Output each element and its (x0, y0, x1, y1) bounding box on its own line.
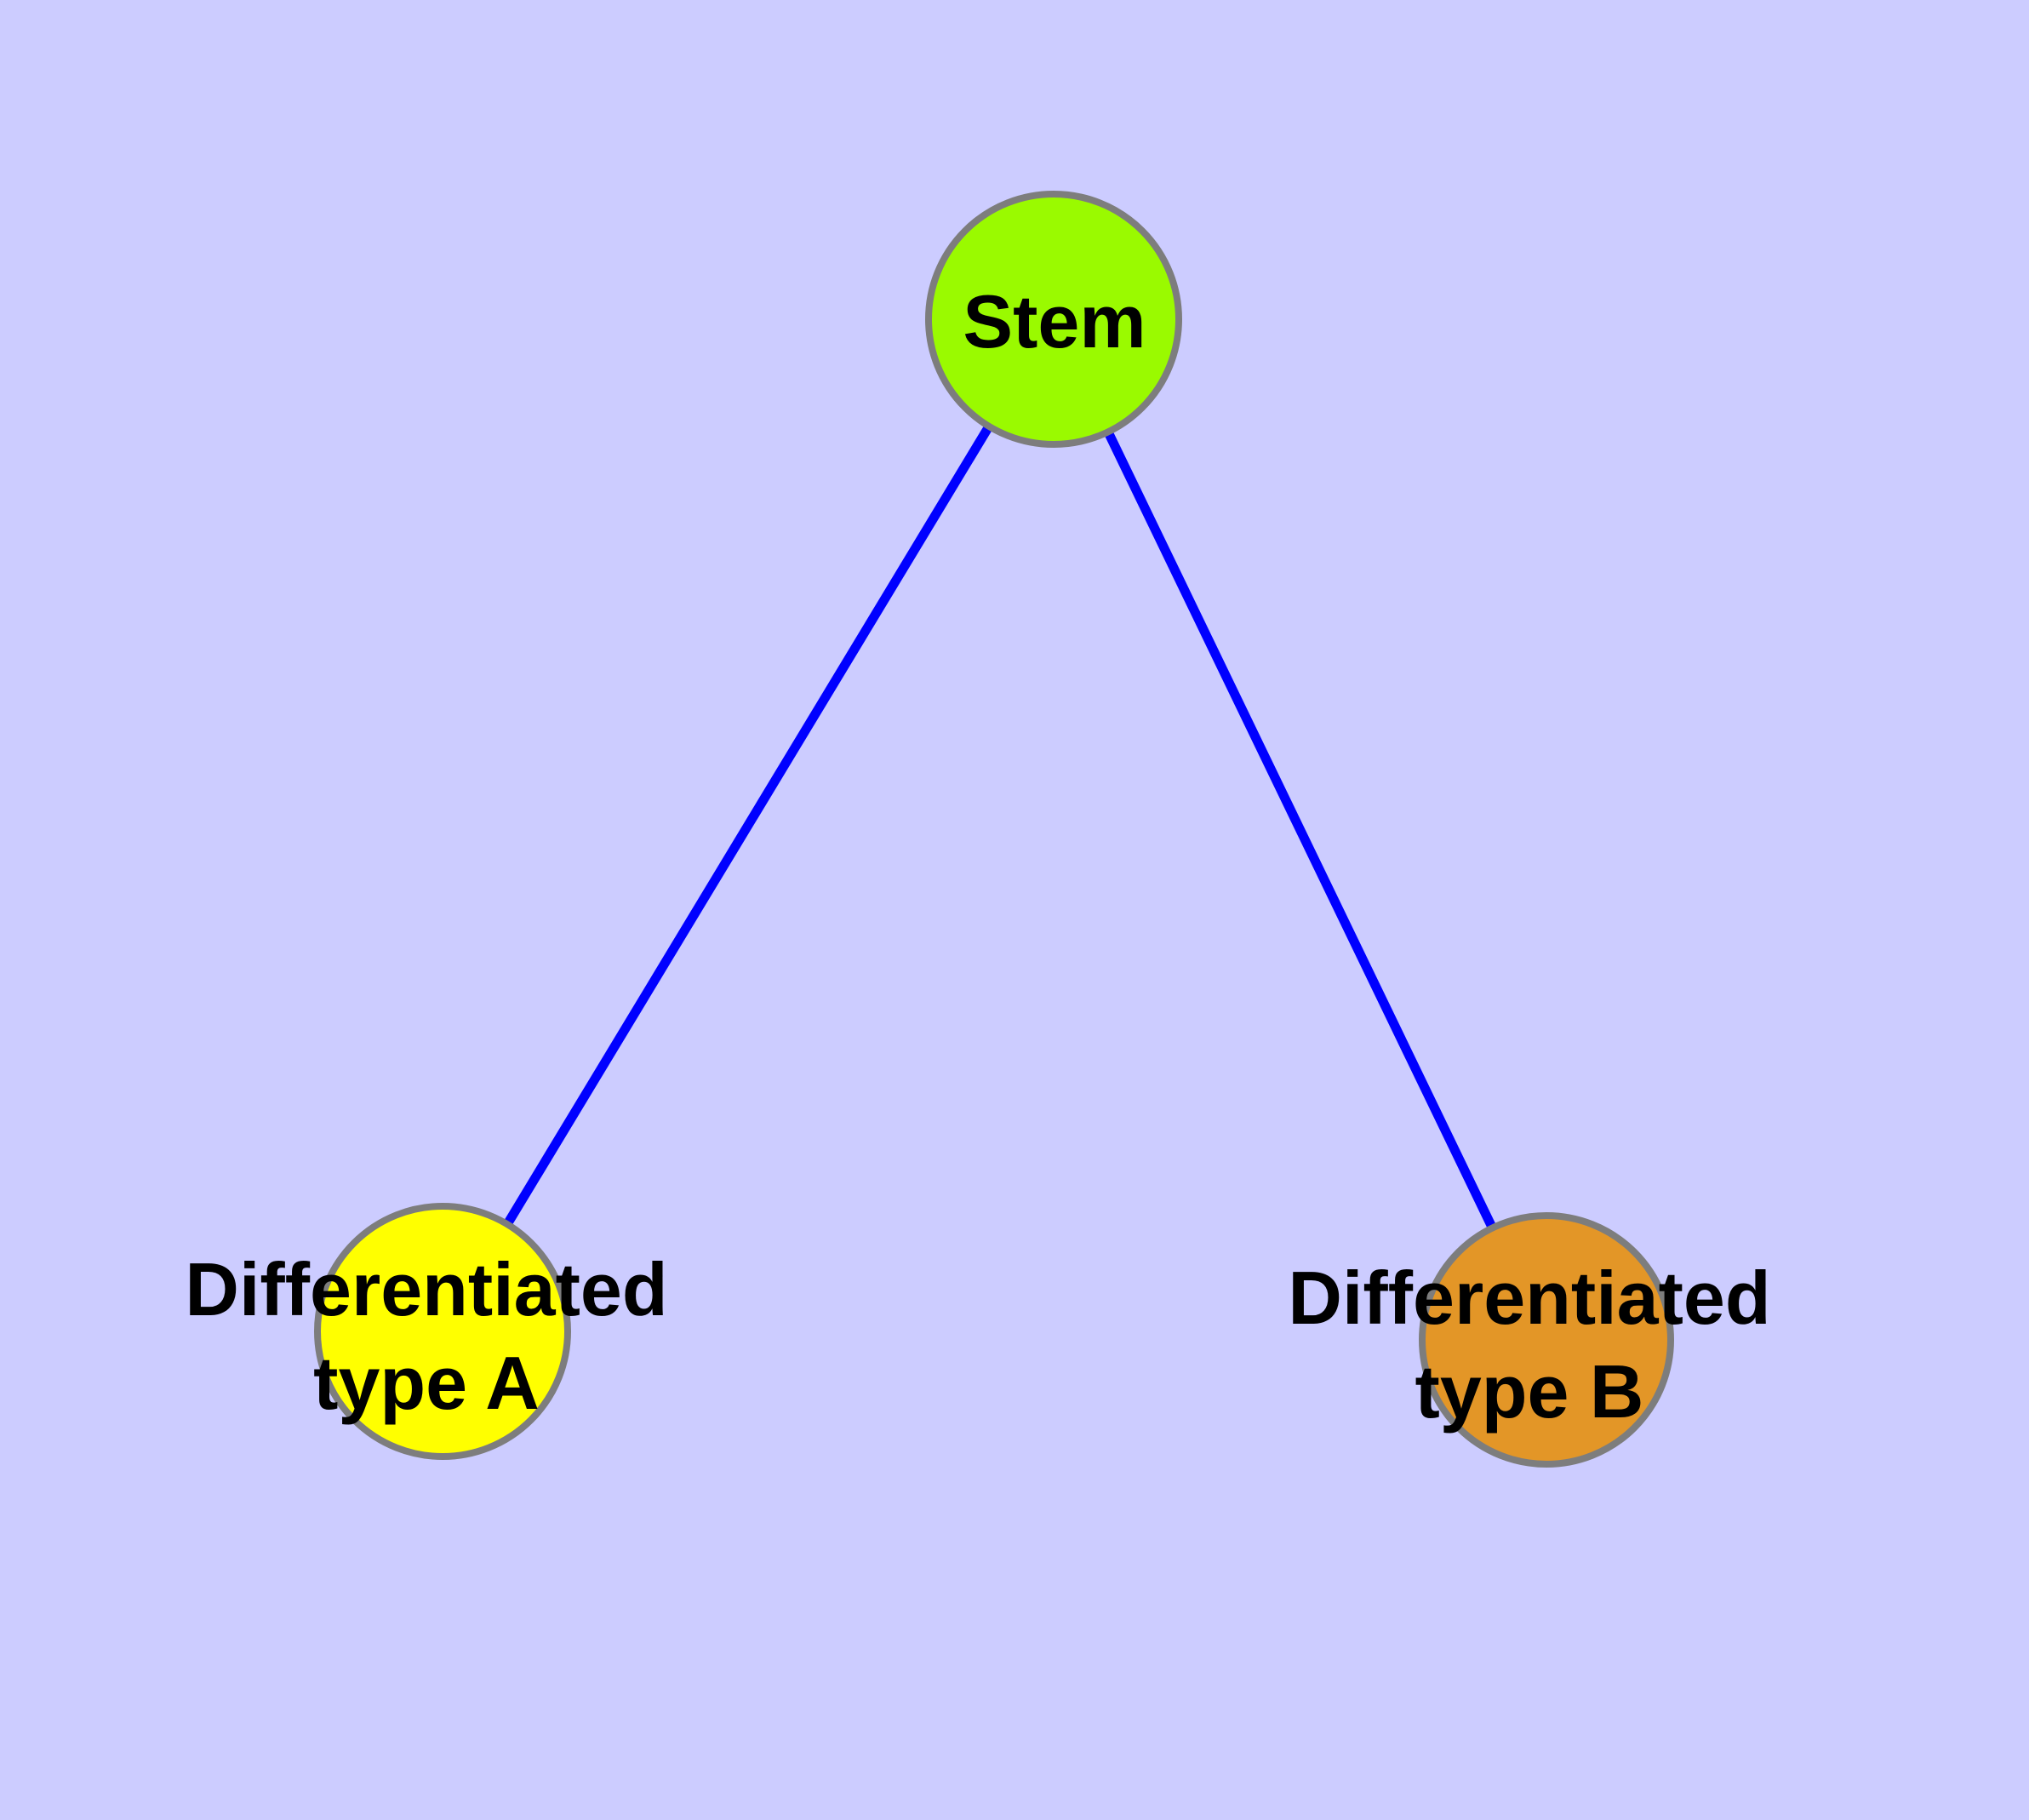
edge-stem-to-type-a (438, 317, 1058, 1334)
node-type-b-circle (1419, 1212, 1674, 1468)
node-type-b-label-line2: type B (1415, 1349, 1644, 1434)
node-stem-circle (925, 191, 1182, 448)
node-type-a-circle (314, 1203, 571, 1460)
edge-stem-to-type-b (1049, 317, 1551, 1342)
node-stem: Stem (925, 191, 1182, 448)
node-type-a-label-line1: Differentiated (185, 1247, 667, 1331)
node-type-b-label-line1: Differentiated (1288, 1256, 1770, 1340)
node-differentiated-type-b: Differentiated type B (1288, 1212, 1771, 1468)
node-stem-label: Stem (963, 279, 1146, 363)
node-differentiated-type-a: Differentiated type A (185, 1203, 668, 1460)
node-type-a-label-line2: type A (313, 1341, 540, 1425)
